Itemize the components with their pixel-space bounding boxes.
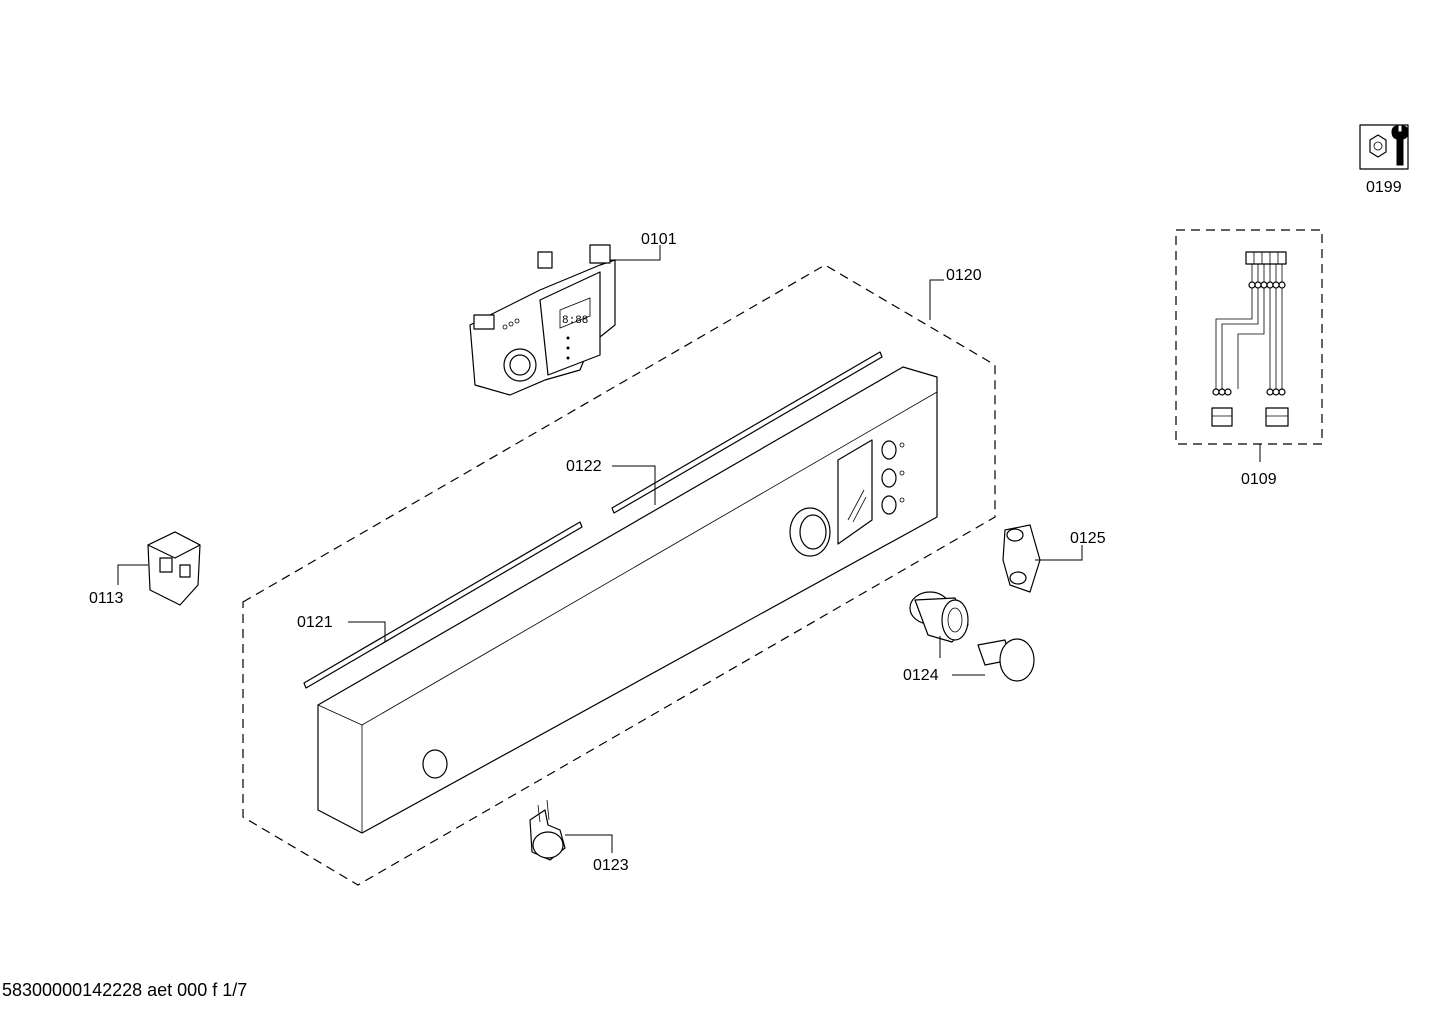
electronic-module-part: 8:88 [469,244,616,396]
part-label-0109: 0109 [1241,471,1277,488]
part-label-0121: 0121 [297,614,333,631]
part-label-0120: 0120 [946,267,982,284]
trim-strip-0122 [611,351,883,514]
part-label-0101: 0101 [641,231,677,248]
part-label-0123: 0123 [593,857,629,874]
clip-part-0123 [529,799,566,861]
control-panel-part [317,366,938,834]
part-label-0199: 0199 [1366,179,1402,196]
clip-part-0113 [147,531,201,606]
display-digits: 8:88 [562,315,588,327]
control-panel-outline [242,264,996,886]
part-label-0113: 0113 [89,590,124,607]
part-label-0124: 0124 [903,667,939,684]
part-label-0122: 0122 [566,458,602,475]
cable-harness-part [1175,229,1323,445]
bracket-part-0125 [1002,524,1041,593]
knob-part-0124 [909,591,1035,682]
wrench-nut-icon [1359,124,1409,170]
diagram-footer-code: 58300000142228 aet 000 f 1/7 [2,980,248,1000]
trim-strip-0121 [303,521,583,689]
part-label-0125: 0125 [1070,530,1106,547]
